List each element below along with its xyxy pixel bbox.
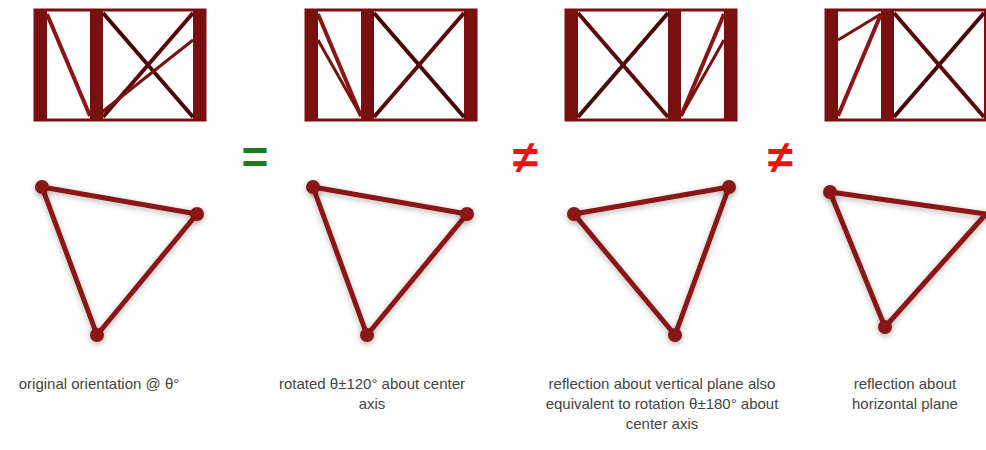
- not-equal-symbol: ≠: [495, 132, 555, 182]
- caption: rotated θ±120° about center axis: [272, 374, 472, 414]
- not-equal-symbol: ≠: [750, 132, 810, 182]
- equals-symbol: =: [225, 132, 285, 182]
- caption: reflection about vertical plane also equ…: [537, 374, 787, 434]
- caption: original orientation @ θ°: [4, 374, 194, 394]
- caption: reflection about horizontal plane: [830, 374, 980, 414]
